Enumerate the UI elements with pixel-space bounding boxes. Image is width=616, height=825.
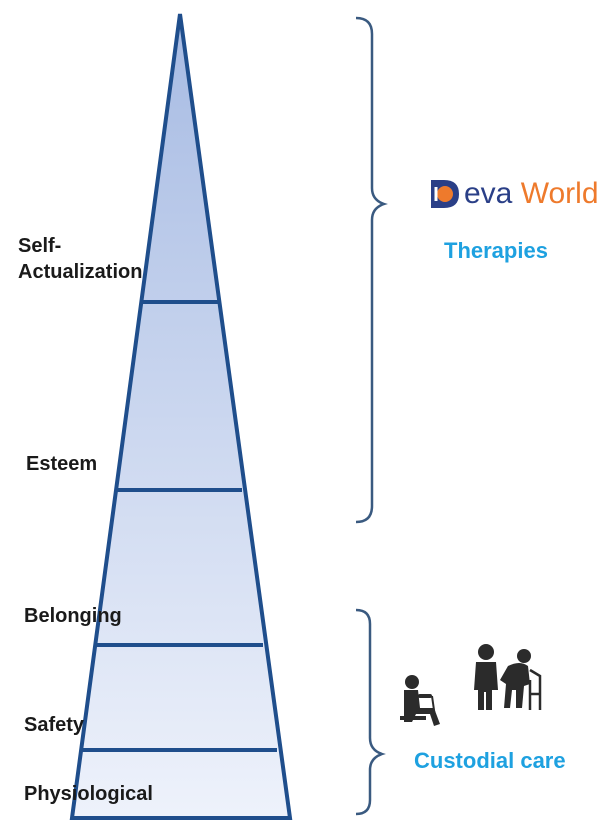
- deva-logo-icon: [431, 180, 459, 208]
- logo-text-eva: eva: [464, 177, 513, 210]
- custodial-care-label: Custodial care: [414, 748, 566, 773]
- level-label-safety: Safety: [24, 714, 85, 736]
- therapies-brace: [355, 16, 388, 524]
- therapies-label: Therapies: [444, 238, 548, 263]
- custodial-brace: [355, 608, 386, 816]
- logo-wordmark: eva World: [464, 177, 599, 211]
- level-label-esteem: Esteem: [26, 453, 98, 475]
- seated-elderly-icon: [400, 675, 440, 726]
- level-label-belonging: Belonging: [24, 605, 122, 627]
- pyramid-shape: [69, 13, 293, 820]
- level-label-self-actualization: Self- Actualization: [18, 235, 143, 283]
- caregiver-walker-icon: [474, 644, 542, 710]
- level-label-physiological: Physiological: [24, 783, 153, 805]
- logo-text-world: World: [520, 177, 599, 210]
- deva-world-logo: eva World: [428, 174, 599, 214]
